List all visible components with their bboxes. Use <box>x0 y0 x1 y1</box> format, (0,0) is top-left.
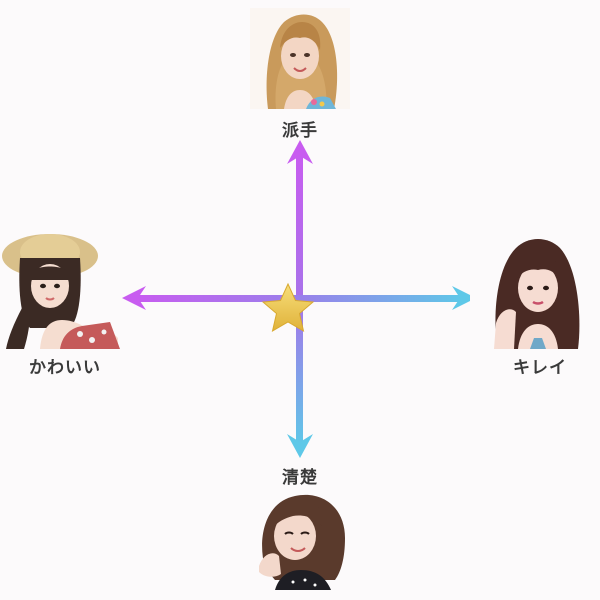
arrow-up-icon <box>287 140 313 164</box>
portrait-top <box>250 8 350 109</box>
label-right: キレイ <box>513 358 567 378</box>
blonde-woman-image <box>250 8 350 109</box>
portrait-left <box>0 228 122 349</box>
label-top: 派手 <box>282 121 318 141</box>
long-hair-woman-image <box>470 228 600 349</box>
label-left: かわいい <box>29 358 101 378</box>
label-bottom: 清楚 <box>282 468 318 488</box>
bob-hair-woman-image <box>245 488 355 590</box>
arrow-down-icon <box>287 434 313 458</box>
arrow-left-icon <box>122 286 146 310</box>
portrait-bottom <box>245 488 355 590</box>
horizontal-axis <box>134 295 464 302</box>
arrow-right-icon <box>452 286 476 310</box>
straw-hat-woman-image <box>0 228 122 349</box>
portrait-right <box>470 228 600 349</box>
star-icon <box>261 282 315 333</box>
